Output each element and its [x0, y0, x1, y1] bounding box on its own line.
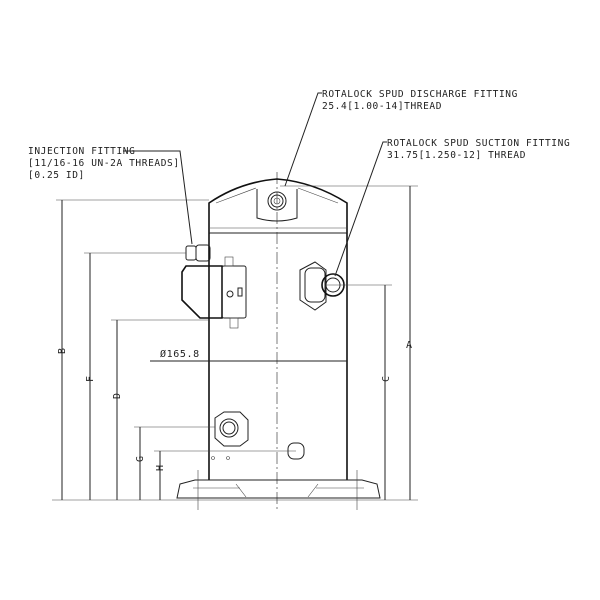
dim-label-g: G: [135, 455, 146, 462]
dim-label-c: C: [381, 375, 392, 382]
dim-label-f: F: [85, 375, 96, 382]
leader-lines: [123, 92, 387, 277]
base-plate: [176, 470, 381, 510]
suction-callout-line1: ROTALOCK SPUD SUCTION FITTING: [387, 138, 570, 149]
dim-label-h: H: [155, 464, 166, 471]
discharge-callout-line1: ROTALOCK SPUD DISCHARGE FITTING: [322, 89, 518, 100]
dim-label-d: D: [112, 392, 123, 399]
injection-callout-line1: INJECTION FITTING: [28, 146, 135, 157]
discharge-fitting: [267, 191, 287, 211]
dim-label-b: B: [57, 347, 68, 354]
terminal-box: [181, 256, 247, 329]
dim-label-a: A: [406, 340, 413, 351]
extension-lines: [52, 185, 418, 501]
injection-callout-line2: [11/16-16 UN-2A THREADS]: [28, 158, 180, 169]
suction-callout-line2: 31.75[1.250-12] THREAD: [387, 150, 526, 161]
compressor-shell: [208, 178, 348, 481]
injection-fitting: [185, 244, 211, 262]
dimension-lines: [61, 186, 411, 500]
injection-callout-line3: [0.25 ID]: [28, 170, 85, 181]
discharge-callout-line2: 25.4[1.00-14]THREAD: [322, 101, 442, 112]
oil-fitting: [214, 411, 249, 447]
diameter-label: Ø165.8: [160, 348, 200, 360]
